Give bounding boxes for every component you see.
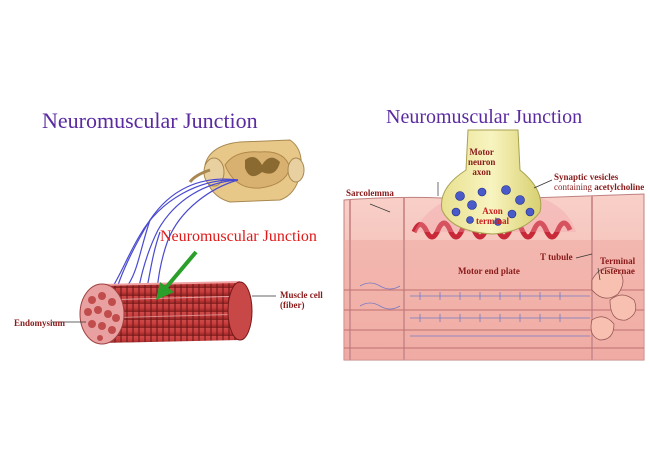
motor-neuron-axon-label-line2: neuron — [468, 157, 496, 167]
terminal-cisternae-label-line1: Terminal — [600, 256, 636, 266]
muscle-cell-label-line1: Muscle cell — [280, 290, 323, 300]
motor-neuron-axon-label-line3: axon — [472, 167, 491, 177]
motor-neuron-axon-label: Motor neuron axon — [468, 147, 495, 177]
axon-terminal-label-line2: terminal — [476, 216, 509, 226]
left-illustration — [52, 139, 305, 345]
motor-end-plate-label: Motor end plate — [458, 266, 520, 276]
synaptic-vesicles-label-line1: Synaptic vesicles — [554, 172, 619, 182]
motor-nerve-fibers — [111, 178, 239, 299]
left-panel: Neuromuscular Junction — [14, 108, 323, 345]
callout-arrow — [156, 250, 198, 300]
motor-neuron-axon — [441, 129, 542, 235]
synaptic-vesicles-label: Synaptic vesicles containing acetylcholi… — [554, 172, 644, 192]
muscle-fiber-bundle — [79, 281, 253, 345]
left-diagram-title: Neuromuscular Junction — [42, 108, 258, 133]
synaptic-vesicles-label-containing: containing — [554, 182, 592, 192]
synaptic-vesicles-label-line2: containing acetylcholine — [554, 182, 644, 192]
synaptic-vesicles-label-acetylcholine: acetylcholine — [594, 182, 645, 192]
axon-terminal-label: Axon terminal — [476, 206, 509, 226]
muscle-fiber-section — [343, 193, 645, 361]
muscle-cell-label: Muscle cell (fiber) — [280, 290, 323, 310]
t-tubule-label: T tubule — [540, 252, 573, 262]
right-illustration — [343, 129, 645, 361]
muscle-cell-label-line2: (fiber) — [280, 300, 305, 310]
axon-terminal-label-line1: Axon — [482, 206, 503, 216]
neuromuscular-junction-callout: Neuromuscular Junction — [160, 228, 317, 245]
right-panel: Neuromuscular Junction — [330, 0, 650, 450]
sarcolemma-label: Sarcolemma — [346, 188, 394, 198]
synaptic-vesicles — [451, 185, 535, 226]
terminal-cisternae-label: Terminal cisternae — [600, 256, 635, 276]
motor-neuron-axon-label-line1: Motor — [469, 147, 494, 157]
endomysium-label: Endomysium — [14, 318, 66, 328]
terminal-cisternae-label-line2: cisternae — [600, 266, 635, 276]
spinal-cord-illustration — [188, 139, 305, 203]
right-diagram-title: Neuromuscular Junction — [386, 106, 583, 128]
